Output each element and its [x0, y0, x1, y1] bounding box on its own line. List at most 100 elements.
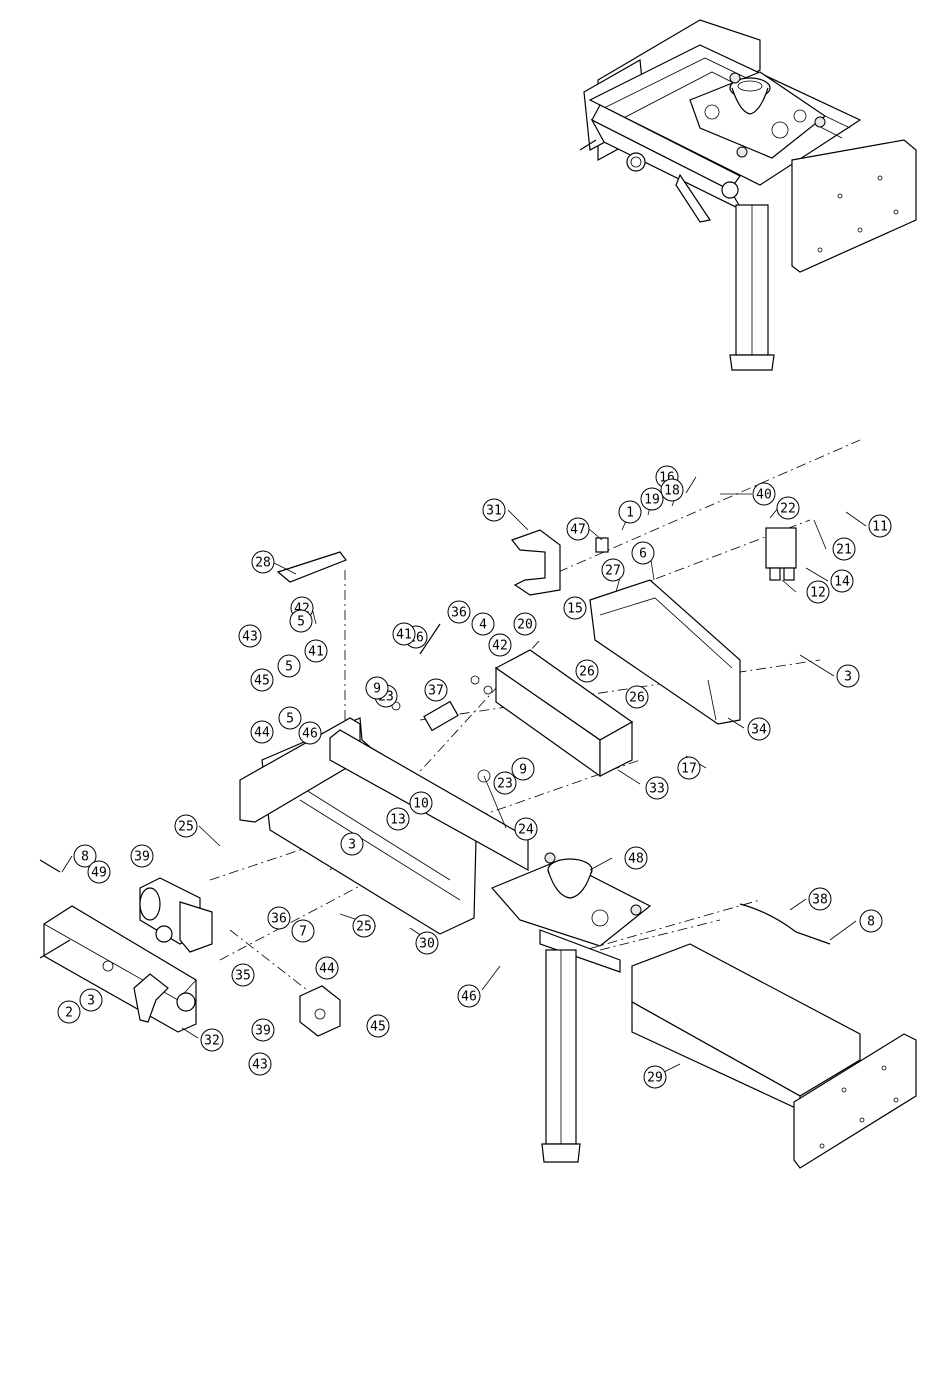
- balloon-number: 48: [628, 852, 644, 867]
- callout-balloon-1: 1: [619, 501, 641, 523]
- callout-balloon-5: 5: [279, 707, 301, 729]
- callout-balloon-49: 49: [88, 861, 110, 883]
- callout-balloon-39: 39: [252, 1019, 274, 1041]
- balloon-number: 45: [254, 674, 270, 689]
- exploded-hitch-view: [40, 440, 916, 1168]
- balloon-number: 26: [579, 665, 595, 680]
- balloon-number: 43: [242, 630, 258, 645]
- callout-balloon-30: 30: [416, 932, 438, 954]
- balloon-number: 24: [518, 823, 534, 838]
- balloon-number: 28: [255, 556, 271, 571]
- balloon-number: 23: [497, 777, 513, 792]
- callout-balloon-12: 12: [807, 581, 829, 603]
- balloon-number: 9: [519, 763, 527, 778]
- callout-balloon-44: 44: [316, 957, 338, 979]
- balloon-number: 2: [65, 1006, 73, 1021]
- callout-balloon-3: 3: [341, 833, 363, 855]
- balloon-number: 40: [756, 488, 772, 503]
- callout-balloon-17: 17: [678, 757, 700, 779]
- balloon-number: 46: [302, 727, 318, 742]
- callout-balloon-26: 26: [626, 686, 648, 708]
- balloon-number: 15: [567, 602, 583, 617]
- callout-balloon-19: 19: [641, 488, 663, 510]
- callout-balloon-36: 36: [448, 601, 470, 623]
- callout-balloon-29: 29: [644, 1066, 666, 1088]
- balloon-number: 8: [867, 915, 875, 930]
- callout-balloon-37: 37: [425, 679, 447, 701]
- callout-balloon-18: 18: [661, 479, 683, 501]
- balloon-number: 44: [319, 962, 335, 977]
- callout-balloon-28: 28: [252, 551, 274, 573]
- callout-balloon-32: 32: [201, 1029, 223, 1051]
- callout-balloon-5: 5: [290, 610, 312, 632]
- balloon-number: 42: [492, 639, 508, 654]
- callout-balloon-14: 14: [831, 570, 853, 592]
- balloon-number: 41: [308, 645, 324, 660]
- balloon-number: 11: [872, 520, 888, 535]
- callout-balloon-46: 46: [299, 722, 321, 744]
- callout-balloon-24: 24: [515, 818, 537, 840]
- balloon-number: 8: [81, 850, 89, 865]
- balloon-number: 5: [285, 660, 293, 675]
- balloon-number: 34: [751, 723, 767, 738]
- balloon-number: 33: [649, 782, 665, 797]
- callout-balloon-5: 5: [278, 655, 300, 677]
- balloon-number: 13: [390, 813, 406, 828]
- callout-balloon-31: 31: [483, 499, 505, 521]
- balloon-number: 37: [428, 684, 444, 699]
- callout-balloon-4: 4: [472, 613, 494, 635]
- balloon-number: 5: [297, 615, 305, 630]
- balloon-number: 3: [87, 994, 95, 1009]
- balloon-number: 18: [664, 484, 680, 499]
- callout-balloon-45: 45: [251, 669, 273, 691]
- callout-balloon-34: 34: [748, 718, 770, 740]
- callout-balloon-48: 48: [625, 847, 647, 869]
- callout-balloon-15: 15: [564, 597, 586, 619]
- balloon-number: 29: [647, 1071, 663, 1086]
- balloon-number: 36: [451, 606, 467, 621]
- callout-balloon-25: 25: [353, 915, 375, 937]
- balloon-number: 19: [644, 493, 660, 508]
- callout-balloon-46: 46: [458, 985, 480, 1007]
- balloon-number: 12: [810, 586, 826, 601]
- balloon-number: 39: [134, 850, 150, 865]
- balloon-number: 27: [605, 564, 621, 579]
- callout-balloon-8: 8: [860, 910, 882, 932]
- balloon-number: 20: [517, 618, 533, 633]
- callout-balloon-3: 3: [80, 989, 102, 1011]
- balloon-number: 49: [91, 866, 107, 881]
- balloon-number: 39: [255, 1024, 271, 1039]
- callout-balloon-40: 40: [753, 483, 775, 505]
- callout-balloon-27: 27: [602, 559, 624, 581]
- callout-balloon-45: 45: [367, 1015, 389, 1037]
- balloon-number: 17: [681, 762, 697, 777]
- callout-balloon-23: 23: [494, 772, 516, 794]
- callout-balloon-39: 39: [131, 845, 153, 867]
- balloon-number: 21: [836, 543, 852, 558]
- balloon-number: 14: [834, 575, 850, 590]
- balloon-number: 5: [286, 712, 294, 727]
- balloon-number: 1: [626, 506, 634, 521]
- callout-balloon-43: 43: [249, 1053, 271, 1075]
- callout-balloon-43: 43: [239, 625, 261, 647]
- balloon-number: 6: [639, 547, 647, 562]
- callout-balloon-26: 26: [576, 660, 598, 682]
- balloon-number: 3: [844, 670, 852, 685]
- balloon-number: 35: [235, 969, 251, 984]
- callout-balloon-36: 36: [268, 907, 290, 929]
- callout-balloon-11: 11: [869, 515, 891, 537]
- callout-balloon-9: 9: [366, 677, 388, 699]
- balloon-number: 46: [461, 990, 477, 1005]
- balloon-number: 9: [373, 682, 381, 697]
- balloon-number: 25: [178, 820, 194, 835]
- callout-balloon-35: 35: [232, 964, 254, 986]
- balloon-number: 25: [356, 920, 372, 935]
- callout-balloon-21: 21: [833, 538, 855, 560]
- balloon-number: 10: [413, 797, 429, 812]
- balloon-number: 43: [252, 1058, 268, 1073]
- balloon-number: 31: [486, 504, 502, 519]
- callout-balloon-41: 41: [305, 640, 327, 662]
- callout-balloon-47: 47: [567, 518, 589, 540]
- balloon-number: 3: [348, 838, 356, 853]
